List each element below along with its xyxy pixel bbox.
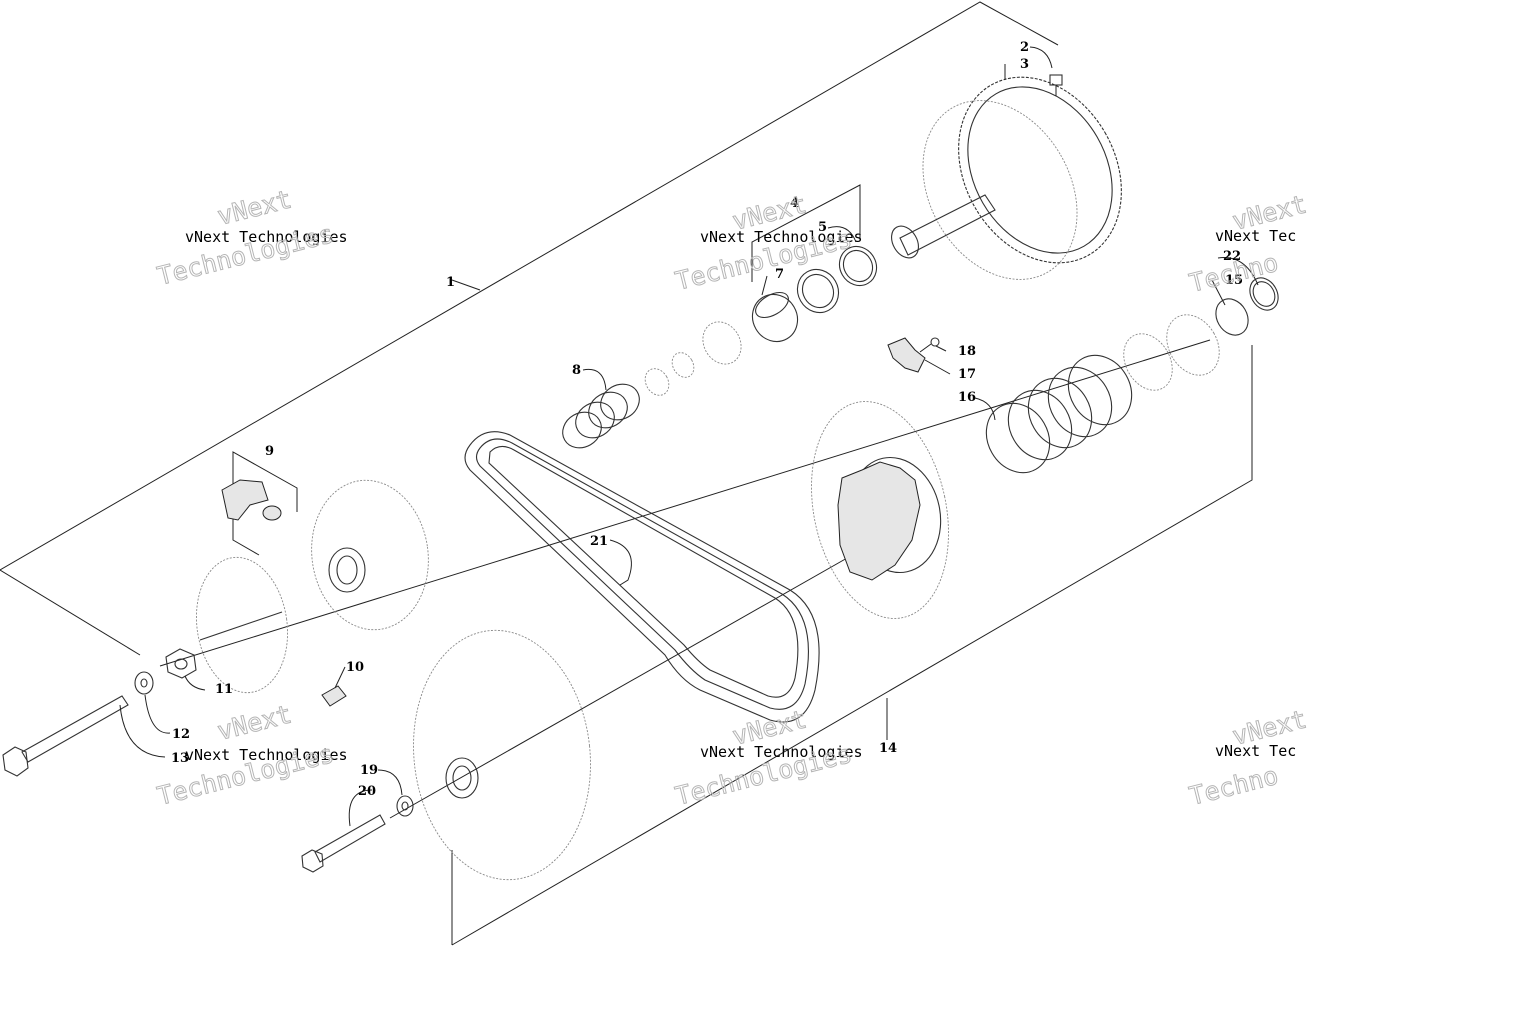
watermark-partial-line: vNext Tec xyxy=(1215,742,1296,760)
watermark-bottom-center: vNext vNext Technologies Technologies xyxy=(672,704,863,811)
callout-15: 15 xyxy=(1225,273,1243,288)
bushing-part-7 xyxy=(751,291,799,343)
watermark-line: vNext Technologies xyxy=(700,228,863,246)
assembly-14-bracket xyxy=(451,345,1253,946)
ring-gear-bolt xyxy=(1049,74,1063,96)
callout-16: 16 xyxy=(958,390,976,405)
callout-2: 2 xyxy=(1020,40,1029,55)
bolt-part-13 xyxy=(2,695,129,777)
drive-moving-sheave xyxy=(311,479,429,631)
drive-fixed-sheave xyxy=(413,629,591,881)
bolt-part-20 xyxy=(301,814,386,873)
callout-9: 9 xyxy=(265,444,274,459)
callout-12: 12 xyxy=(172,727,190,742)
callout-labels: 1 2 3 4 5 7 8 9 10 11 12 13 14 15 16 17 … xyxy=(171,40,1243,799)
drive-belt-part-21 xyxy=(464,431,820,723)
leader-lines xyxy=(119,46,1259,827)
callout-8: 8 xyxy=(572,363,581,378)
callout-5: 5 xyxy=(818,220,827,235)
callout-22: 22 xyxy=(1223,249,1241,264)
driven-sheave xyxy=(811,401,949,619)
watermark-big-top: vNext xyxy=(214,699,294,745)
watermark-top-left: vNext vNext Technologies Technologies xyxy=(154,184,348,291)
snap-ring-15 xyxy=(1215,298,1249,336)
hex-nut-part-11 xyxy=(165,648,197,679)
callout-4: 4 xyxy=(790,196,799,211)
watermark-big-top: vNext xyxy=(214,184,294,230)
assembly-4-bracket xyxy=(751,184,861,282)
callout-10: 10 xyxy=(346,660,364,675)
ring-part-5 xyxy=(838,245,878,287)
screw-part-18 xyxy=(919,337,940,353)
washer-part-12 xyxy=(134,671,154,695)
callout-19: 19 xyxy=(360,763,378,778)
callout-18: 18 xyxy=(958,344,976,359)
ring-gear xyxy=(891,76,1122,280)
drive-spider xyxy=(195,556,289,694)
watermark-bottom-right-partial: vNext vNext Tec Techno xyxy=(1186,704,1310,811)
watermark-line: vNext Technologies xyxy=(185,228,348,246)
watermark-partial-bottom: Techno xyxy=(1186,761,1281,811)
callout-20: 20 xyxy=(358,784,376,799)
watermark-top-right-partial: vNext vNext Tec Techno xyxy=(1186,189,1310,298)
callout-21: 21 xyxy=(590,534,608,549)
callout-1: 1 xyxy=(446,275,455,290)
spring-part-16 xyxy=(985,354,1133,474)
bushing-part-4 xyxy=(796,268,840,314)
watermark-partial-line: vNext Tec xyxy=(1215,227,1296,245)
callout-13: 13 xyxy=(171,751,189,766)
weight-part-17 xyxy=(887,337,926,373)
spring-part-8 xyxy=(562,383,640,449)
washer-part-19 xyxy=(396,795,414,817)
callout-14: 14 xyxy=(879,741,897,756)
cam-arm-part-9 xyxy=(221,479,282,521)
callout-11: 11 xyxy=(215,682,233,697)
callout-17: 17 xyxy=(958,367,976,382)
faint-disc-right xyxy=(1123,314,1220,391)
watermark-line: vNext Technologies xyxy=(185,746,348,764)
callout-7: 7 xyxy=(775,267,784,282)
watermark-line: vNext Technologies xyxy=(700,743,863,761)
assembly-9-bracket xyxy=(232,451,298,556)
callout-3: 3 xyxy=(1020,57,1029,72)
washer-faint xyxy=(644,321,742,396)
assembly-1-bracket xyxy=(0,1,1059,656)
button-part-10 xyxy=(321,685,347,707)
